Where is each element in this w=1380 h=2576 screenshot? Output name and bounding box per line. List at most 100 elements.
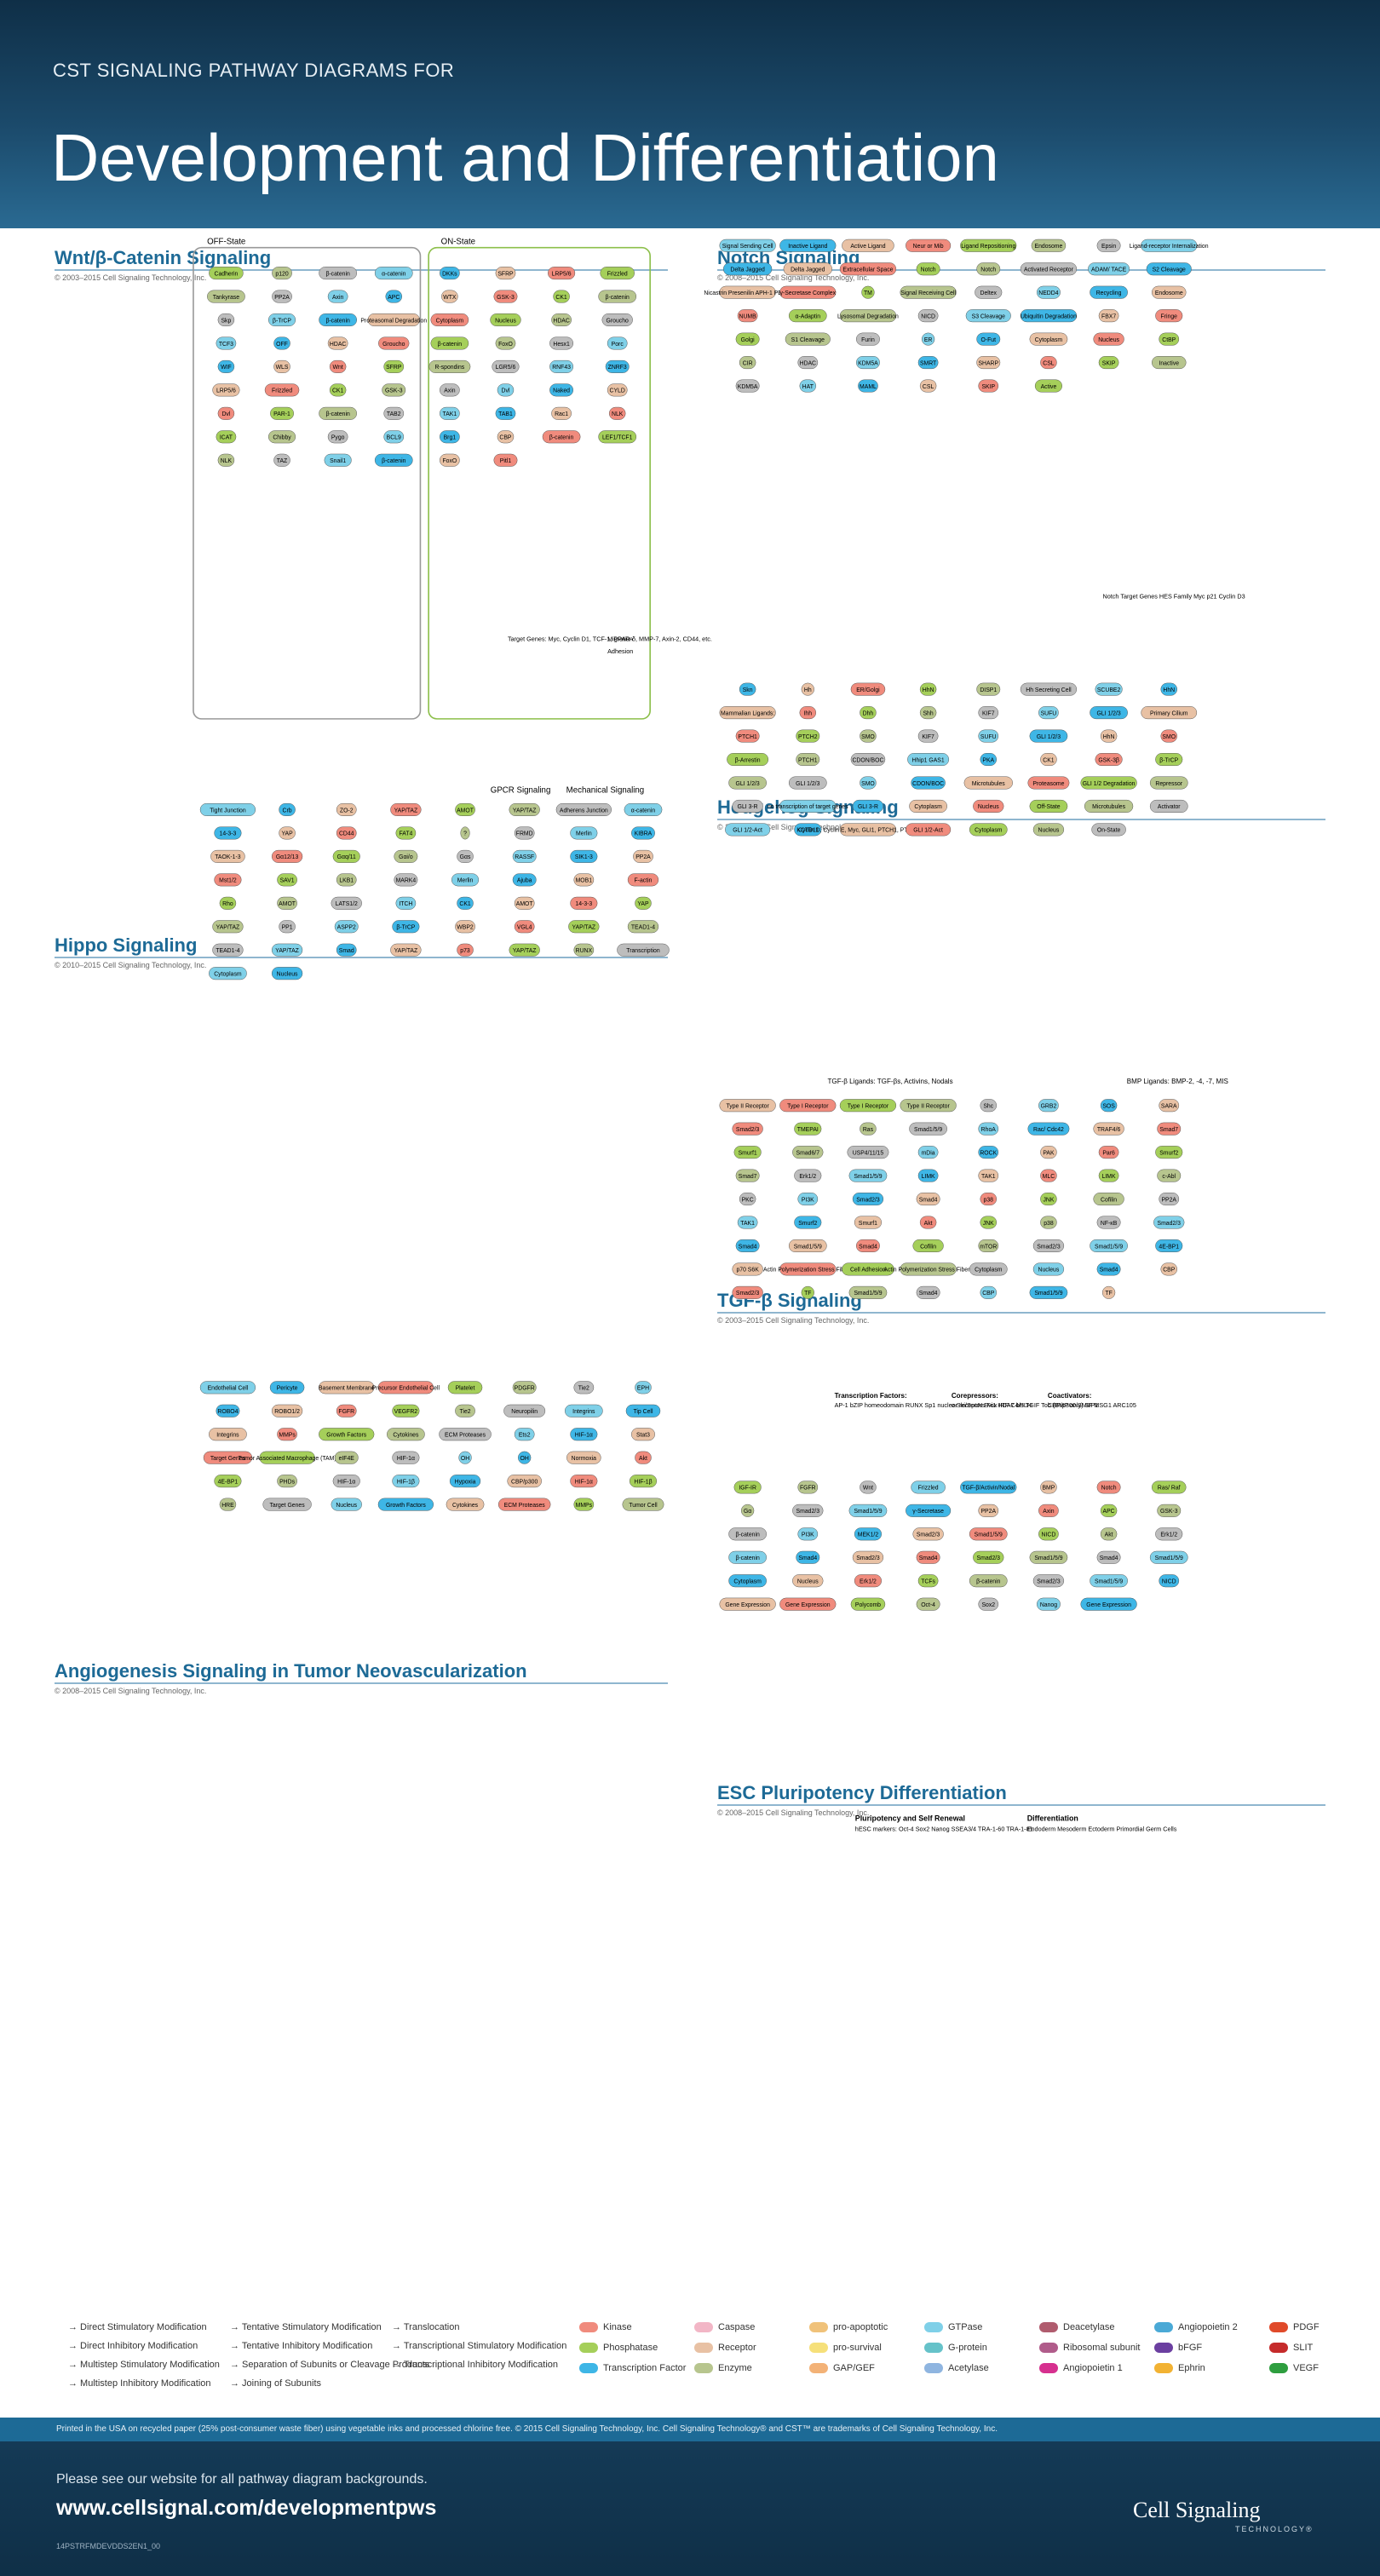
esc-node-shape xyxy=(969,1574,1008,1588)
angiogenesis-node-shape xyxy=(455,1404,475,1417)
tgfb-node-shape xyxy=(860,1122,877,1136)
hedgehog-node-shape xyxy=(1084,799,1134,813)
angiogenesis-node-shape xyxy=(564,1404,603,1417)
tgfb-node-label: USP4/11/15 xyxy=(853,1150,884,1156)
hippo-node: WBP2 xyxy=(455,920,475,934)
angiogenesis-node-shape xyxy=(507,1475,542,1488)
wnt-node-label: CK1 xyxy=(332,388,344,394)
hedgehog-node-label: SMO xyxy=(861,734,875,740)
hippo-node: 14-3-3 xyxy=(214,826,242,840)
esc-node-label: Wnt xyxy=(863,1486,873,1492)
esc-node-shape xyxy=(1149,1550,1188,1564)
notch-node-label: TM xyxy=(864,290,872,296)
tgfb-node-label: Smad2/3 xyxy=(736,1291,760,1297)
wnt-node: LGR5/6 xyxy=(492,359,520,373)
wnt-adhesion: Adhesion xyxy=(607,647,633,655)
wnt-node-label: Wnt xyxy=(333,365,343,371)
wnt-node: WTX xyxy=(441,290,458,303)
tgfb-node: Shc xyxy=(980,1099,998,1113)
notch-node-shape xyxy=(858,379,878,393)
angiogenesis-node-shape xyxy=(518,1451,532,1464)
angiogenesis-node-label: Integrins xyxy=(216,1433,239,1439)
angiogenesis-node-shape xyxy=(203,1451,253,1464)
hedgehog-node-label: SCUBE2 xyxy=(1097,687,1121,693)
esc-node: NICD xyxy=(1159,1574,1180,1588)
notch-node-shape xyxy=(735,332,760,346)
notch-node: CIR xyxy=(739,356,756,370)
angiogenesis-node-shape xyxy=(512,1381,537,1394)
tgfb-node-label: mTOR xyxy=(980,1244,997,1250)
esc-node: Erk1/2 xyxy=(1155,1527,1183,1541)
hippo-node-label: YAP/TAZ xyxy=(275,948,299,954)
tgfb-node: Smad1/5/9 xyxy=(1090,1239,1128,1252)
hippo-node: α-catenin xyxy=(624,802,663,816)
legend-swatch xyxy=(579,2343,598,2354)
tgfb-node-label: PKC xyxy=(742,1197,754,1203)
tgfb-node-label: c-Abl xyxy=(1162,1174,1176,1180)
hedgehog-node: KIF7 xyxy=(978,706,999,720)
tgfb-node-label: Cofilin xyxy=(1101,1197,1117,1203)
wnt-node: NLK xyxy=(217,453,235,467)
esc-node: Gene Expression xyxy=(719,1597,776,1611)
hippo-node-shape xyxy=(570,849,598,863)
hippo-gpcr-label: GPCR Signaling xyxy=(491,785,551,795)
notch-node-label: NUMB xyxy=(739,313,757,319)
angiogenesis-node-label: HIF-1α xyxy=(575,1433,593,1439)
esc-node-shape xyxy=(1096,1481,1121,1494)
angiogenesis-node-label: Basement Membrane xyxy=(319,1386,375,1392)
hedgehog-node-label: Cytoplasm xyxy=(975,828,1003,834)
legend-category-item: Enzyme xyxy=(694,2363,752,2374)
wnt-node-shape xyxy=(272,267,292,280)
hippo-node: LATS1/2 xyxy=(331,896,362,910)
esc-node-shape xyxy=(1157,1504,1182,1517)
hedgehog-node-label: Hh Secreting Cell xyxy=(1026,687,1072,693)
notch-node-shape xyxy=(861,285,875,299)
hedgehog-node-shape xyxy=(719,706,776,720)
hedgehog-node-shape xyxy=(1020,682,1078,696)
tgfb-node: TRAF4/6 xyxy=(1093,1122,1124,1136)
wnt-node-shape xyxy=(553,290,570,303)
angiogenesis-node-label: Neuropilin xyxy=(511,1409,538,1415)
esc-node-label: Notch xyxy=(1101,1486,1117,1492)
esc-node: Notch xyxy=(1096,1481,1121,1494)
wnt-node-label: TAZ xyxy=(277,458,287,464)
hedgehog-node: CK1 xyxy=(1040,753,1057,767)
esc-node-label: NICD xyxy=(1042,1532,1056,1538)
notch-node-shape xyxy=(1141,239,1198,252)
tgfb-node: Smad1/5/9 xyxy=(848,1285,888,1299)
notch-node-label: ADAM/ TACE xyxy=(1091,267,1127,273)
angiogenesis-rule xyxy=(55,1682,668,1684)
notch-node-label: FBX7 xyxy=(1101,313,1116,319)
hippo-node: CK1 xyxy=(457,896,474,910)
wnt-node: ZNRF3 xyxy=(605,359,630,373)
footer-url-link[interactable]: www.cellsignal.com/developmentpws xyxy=(56,2496,437,2520)
legend-category-label: Receptor xyxy=(718,2343,756,2353)
hedgehog-node-shape xyxy=(852,799,884,813)
wnt-node-shape xyxy=(428,359,471,373)
angiogenesis-node-label: 4E-BP1 xyxy=(218,1479,239,1485)
esc-node-label: NICD xyxy=(1162,1579,1176,1585)
hippo-node: YAP/TAZ xyxy=(390,943,422,957)
wnt-node-shape xyxy=(551,313,572,327)
notch-node: NUMB xyxy=(737,309,758,323)
hippo-node-shape xyxy=(214,873,242,887)
wnt-node: Chibby xyxy=(267,430,296,444)
esc-node-label: Polycomb xyxy=(855,1602,881,1608)
hippo-node-label: RUNX xyxy=(576,948,593,954)
hippo-node: β-TrCP xyxy=(392,920,420,934)
hedgehog-node-label: Off-State xyxy=(1037,804,1061,810)
angiogenesis-node-shape xyxy=(214,1475,242,1488)
tgfb-ligands-right: BMP Ligands: BMP-2, -4, -7, MIS xyxy=(1127,1078,1228,1085)
esc-node-label: Erk1/2 xyxy=(1160,1532,1177,1538)
notch-node: Ubiquitin Degradation xyxy=(1020,309,1077,323)
hippo-node-label: Merlin xyxy=(576,831,592,837)
wnt-node-shape xyxy=(605,359,630,373)
tgfb-node: Cofilin xyxy=(912,1239,944,1252)
wnt-node-label: GSK-3 xyxy=(497,295,515,301)
hedgehog-node: PKA xyxy=(980,753,998,767)
legend-arrow-item: → Translocation xyxy=(392,2322,460,2332)
wnt-node: Pygo xyxy=(327,430,348,444)
wnt-node-shape xyxy=(319,313,358,327)
wnt-node-label: PAR-1 xyxy=(273,411,290,417)
angiogenesis-node-label: Ets2 xyxy=(519,1433,531,1439)
